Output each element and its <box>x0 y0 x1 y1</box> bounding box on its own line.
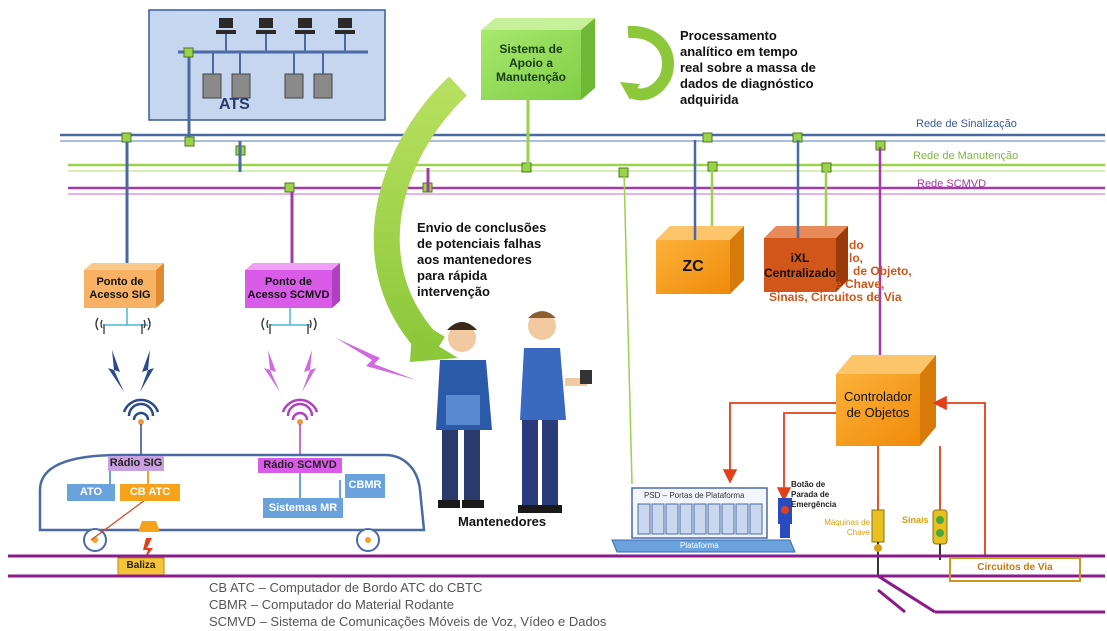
zc-box[interactable] <box>656 140 744 294</box>
ixl-side-line3: de Objeto, <box>853 264 912 278</box>
cbmr-box[interactable] <box>345 474 385 498</box>
sistemas-mr-label: Sistemas MR <box>268 502 338 514</box>
rede-sinalizacao-label: Rede de Sinalização <box>916 118 1017 130</box>
processamento-line4: dados de diagnóstico <box>680 76 814 91</box>
plataforma-label: Plataforma <box>680 541 719 550</box>
botao-line1: Botão de <box>791 480 826 489</box>
ponto-scmvd-line1: Ponto de <box>264 276 313 288</box>
radio-scmvd-box[interactable] <box>258 458 342 473</box>
envio-text: Envio de conclusões de potenciais falhas… <box>417 220 546 300</box>
tracks <box>8 554 1105 614</box>
cbmr-label: CBMR <box>348 479 382 491</box>
ponto-sig-label: Ponto de Acesso SIG <box>84 276 156 302</box>
ixl-box[interactable] <box>764 140 848 292</box>
ato-box[interactable] <box>67 484 115 501</box>
baliza-label: Baliza <box>126 560 156 571</box>
envio-line4: para rápida <box>417 268 488 283</box>
ponto-scmvd-line2: Acesso SCMVD <box>247 289 330 301</box>
cycle-arrow <box>627 25 675 101</box>
sam-box[interactable] <box>481 18 595 168</box>
envio-line3: aos mantenedores <box>417 252 532 267</box>
envio-line2: de potenciais falhas <box>417 236 542 251</box>
processamento-line2: analítico em tempo <box>680 44 798 59</box>
wireless-scmvd <box>264 338 416 392</box>
botao-line3: Emergência <box>791 500 837 509</box>
ats-label: ATS <box>219 96 250 113</box>
rede-scmvd-label: Rede SCMVD <box>917 178 987 190</box>
controlador-label: Controlador de Objetos <box>836 389 920 421</box>
insight-arrow <box>373 76 468 360</box>
ixl-label-line2: Centralizado <box>763 266 836 280</box>
ixl-side-line4: Máquinas de Chave, <box>769 277 885 291</box>
sinais-label: Sinais <box>902 515 929 525</box>
ixl-side-line2: lo, <box>849 251 863 265</box>
rede-manutencao-label: Rede de Manutenção <box>913 150 1019 162</box>
legend-cb-atc: CB ATC – Computador de Bordo ATC do CBTC <box>209 580 483 595</box>
switch-machine[interactable] <box>871 509 885 575</box>
radio-sig-label: Rádio SIG <box>109 457 163 469</box>
processamento-line1: Processamento <box>680 28 777 43</box>
sam-label-line2: Apoio a <box>509 56 553 70</box>
controlador-line1: Controlador <box>844 389 912 404</box>
radio-sig-box[interactable] <box>108 456 164 471</box>
ixl-side-line1: do <box>849 238 864 252</box>
ponto-scmvd-label: Ponto de Acesso SCMVD <box>245 276 332 302</box>
zc-label: ZC <box>682 258 704 275</box>
maintainer-2 <box>518 311 592 513</box>
ixl-side-line5: Sinais, Circuitos de Via <box>769 290 902 304</box>
maint-link <box>623 171 633 485</box>
processamento-line3: real sobre a massa de <box>680 60 816 75</box>
antenna-icons <box>95 317 317 334</box>
baliza-antenna <box>138 521 160 532</box>
ixl-side-text: do lo, de Objeto, Máquinas de Chave, Sin… <box>769 239 912 304</box>
radio-scmvd-label: Rádio SCMVD <box>263 459 337 471</box>
mantenedores-label: Mantenedores <box>458 514 547 529</box>
sistemas-mr-box[interactable] <box>263 498 343 518</box>
processamento-line5: adquirida <box>680 92 739 107</box>
envio-line5: intervenção <box>417 284 490 299</box>
train <box>38 453 426 552</box>
wireless-sig <box>108 350 154 392</box>
ponto-scmvd-box[interactable] <box>245 192 340 326</box>
controlador-box[interactable] <box>836 147 936 446</box>
circuitos-box[interactable] <box>949 557 1081 582</box>
sam-label-line1: Sistema de <box>499 42 563 56</box>
envio-line1: Envio de conclusões <box>417 220 547 235</box>
ixl-label-line1: iXL <box>790 251 810 265</box>
botao-line2: Parada de <box>791 490 830 499</box>
ponto-sig-line2: Acesso SIG <box>89 289 151 301</box>
circuitos-label: Circuitos de Via <box>977 562 1053 573</box>
legend-cbmr: CBMR – Computador do Material Rodante <box>209 597 454 612</box>
cb-atc-box[interactable] <box>120 484 180 501</box>
maquinas-line1: Máquinas de <box>824 518 870 527</box>
cb-atc-label: CB ATC <box>129 486 171 498</box>
ponto-sig-box[interactable] <box>84 142 164 326</box>
maquinas-line2: Chave <box>846 528 870 537</box>
psd-label: PSD – Portas de Plataforma <box>644 491 745 500</box>
processamento-text: Processamento analítico em tempo real so… <box>680 28 816 108</box>
ats-group <box>148 9 386 140</box>
maintainer-1 <box>436 322 492 508</box>
controlador-line2: de Objetos <box>846 405 910 420</box>
sam-label-line3: Manutenção <box>495 70 566 84</box>
botao-label: Botão de Parada de Emergência <box>791 480 836 510</box>
ponto-sig-line1: Ponto de <box>96 276 144 288</box>
sam-label: Sistema de Apoio a Manutenção <box>481 42 581 84</box>
maquinas-label: Máquinas de Chave <box>818 518 870 538</box>
ixl-label: iXL Centralizado <box>762 251 838 281</box>
psd-platform[interactable] <box>611 487 796 553</box>
wifi-icons <box>122 398 319 456</box>
red-links <box>722 395 986 558</box>
emergency-button[interactable] <box>778 498 792 538</box>
legend-scmvd: SCMVD – Sistema de Comunicações Móveis d… <box>209 614 607 629</box>
signal-light[interactable] <box>932 509 948 560</box>
ato-label: ATO <box>79 486 103 498</box>
